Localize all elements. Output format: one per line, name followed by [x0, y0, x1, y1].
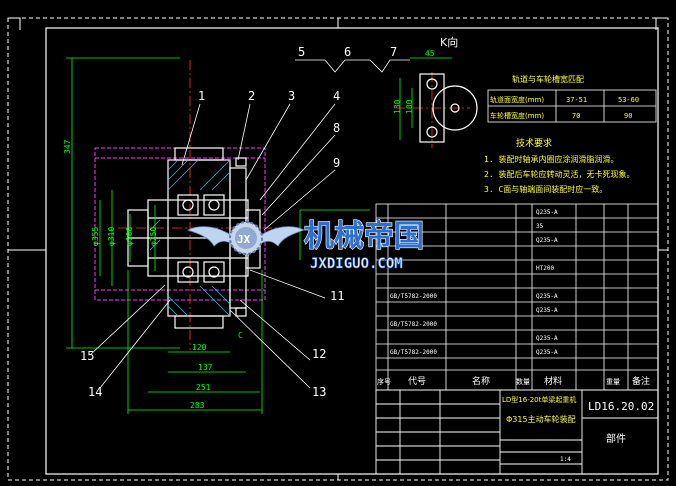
bom-header-name: 名称 [472, 375, 490, 387]
dim-bottom-3: 251 [196, 383, 211, 392]
bom-row-6-material: Q235-A [536, 307, 558, 314]
technical-requirements: 技术要求 1. 装配时轴承内圈应涂润滑脂润滑。 2. 装配后车轮应转动灵活，无卡… [484, 137, 634, 194]
part-number-2: 2 [248, 89, 255, 103]
tech-req-item-2: 2. 装配后车轮应转动灵活，无卡死现象。 [484, 169, 634, 179]
tech-req-item-3: 3. C面与轴端面间装配时应一致。 [484, 184, 607, 194]
bom-header-material: 材料 [544, 375, 562, 387]
part-number-14: 14 [88, 385, 102, 399]
title-block: LD型16-20t单梁起重机 Φ315主动车轮装配 LD16.20.02 部件 … [375, 389, 659, 475]
dimension-lines [66, 57, 452, 414]
part-number-4: 4 [333, 89, 340, 103]
section-hatching [149, 159, 231, 317]
bom-header-weight: 重量 [606, 378, 620, 386]
dim-c: C [238, 331, 243, 340]
bom-header-qty: 数量 [516, 377, 530, 386]
part-number-3: 3 [288, 89, 295, 103]
wheel-row-2-v2: 90 [624, 112, 632, 120]
part-number-12: 12 [312, 347, 326, 361]
bom-header-remark: 备注 [632, 375, 650, 387]
bom-row-7-material: Q235-A [536, 335, 558, 342]
title-name-line-2: Φ315主动车轮装配 [506, 414, 576, 424]
part-number-13: 13 [312, 385, 326, 399]
k-dim-top: 45 [425, 49, 435, 58]
part-number-15: 15 [80, 349, 94, 363]
leader-lines [89, 59, 410, 389]
tech-req-title: 技术要求 [516, 137, 552, 149]
dim-bottom-1: 120 [192, 343, 207, 352]
dimension-texts: 347 φ355 φ310 φ100 φ250 120 137 251 283 … [63, 49, 435, 410]
wing-left-icon [186, 226, 233, 247]
part-number-11: 11 [330, 289, 344, 303]
bom-row-1-material: Q235-A [536, 209, 558, 216]
k-dim-left2: 100 [405, 99, 414, 114]
wheel-row-2-label: 车轮槽宽度(mm) [490, 111, 544, 120]
part-numbers: 1 2 3 4 5 6 7 8 9 11 12 13 14 15 [80, 45, 397, 399]
part-number-8: 8 [333, 121, 340, 135]
bom-left-2: GB/T5782-2000 [390, 321, 437, 328]
bom-row-8-material: Q235-A [536, 349, 558, 356]
dim-dia-left2: φ310 [107, 227, 116, 246]
wheel-table-title: 轨道与车轮槽宽匹配 [512, 74, 584, 84]
bom-row-2-material: 35 [536, 223, 544, 230]
bom-header-seq: 序号 [377, 377, 391, 386]
part-number-7: 7 [390, 45, 397, 59]
part-number-9: 9 [333, 156, 340, 170]
watermark-cn: 机械帝国 [304, 219, 424, 254]
k-view-label: K向 [440, 35, 458, 49]
bom-table: Q235-A 35 Q235-A HT200 Q235-A Q235-A Q23… [375, 203, 659, 391]
title-scale: 1:4 [560, 456, 571, 463]
dim-dia-left1: φ355 [91, 227, 100, 246]
wheel-row-1-v2: 53-60 [618, 96, 639, 104]
bom-left-3: GB/T5782-2000 [390, 349, 437, 356]
tech-req-item-1: 1. 装配时轴承内圈应涂润滑脂润滑。 [484, 154, 618, 164]
bom-row-5-material: Q235-A [536, 293, 558, 300]
watermark-badge: JX [237, 233, 251, 246]
watermark-en: JXDIGUO.COM [310, 256, 403, 272]
wheel-row-2-v1: 70 [572, 112, 580, 120]
dim-dia-inner2: φ250 [149, 227, 158, 246]
bom-row-3-material: Q235-A [536, 237, 558, 244]
bom-row-4-material: HT200 [536, 265, 554, 272]
wing-right-icon [259, 226, 306, 247]
bom-header-code: 代号 [408, 376, 426, 387]
dim-bottom-2: 137 [198, 363, 213, 372]
k-view-flange [419, 73, 478, 143]
wheel-row-1-v1: 37-51 [566, 96, 587, 104]
watermark-logo: JX 机械帝国 JXDIGUO.COM [186, 218, 425, 272]
title-name-line-1: LD型16-20t单梁起重机 [502, 395, 576, 404]
wheel-row-1-label: 轨道面宽度(mm) [490, 95, 544, 104]
dim-bottom-4: 283 [190, 401, 205, 410]
bom-left-1: GB/T5782-2000 [390, 293, 437, 300]
title-category: 部件 [606, 432, 626, 445]
part-number-1: 1 [198, 89, 205, 103]
title-drawing-number: LD16.20.02 [588, 400, 654, 413]
part-number-6: 6 [344, 45, 351, 59]
dim-dia-inner1: φ100 [125, 227, 134, 246]
wheel-rail-table: 轨道与车轮槽宽匹配 轨道面宽度(mm) 37-51 53-60 车轮槽宽度(mm… [487, 74, 657, 123]
dim-overall-height: 347 [63, 139, 72, 154]
k-dim-left1: 130 [393, 99, 402, 114]
part-number-5: 5 [298, 45, 305, 59]
